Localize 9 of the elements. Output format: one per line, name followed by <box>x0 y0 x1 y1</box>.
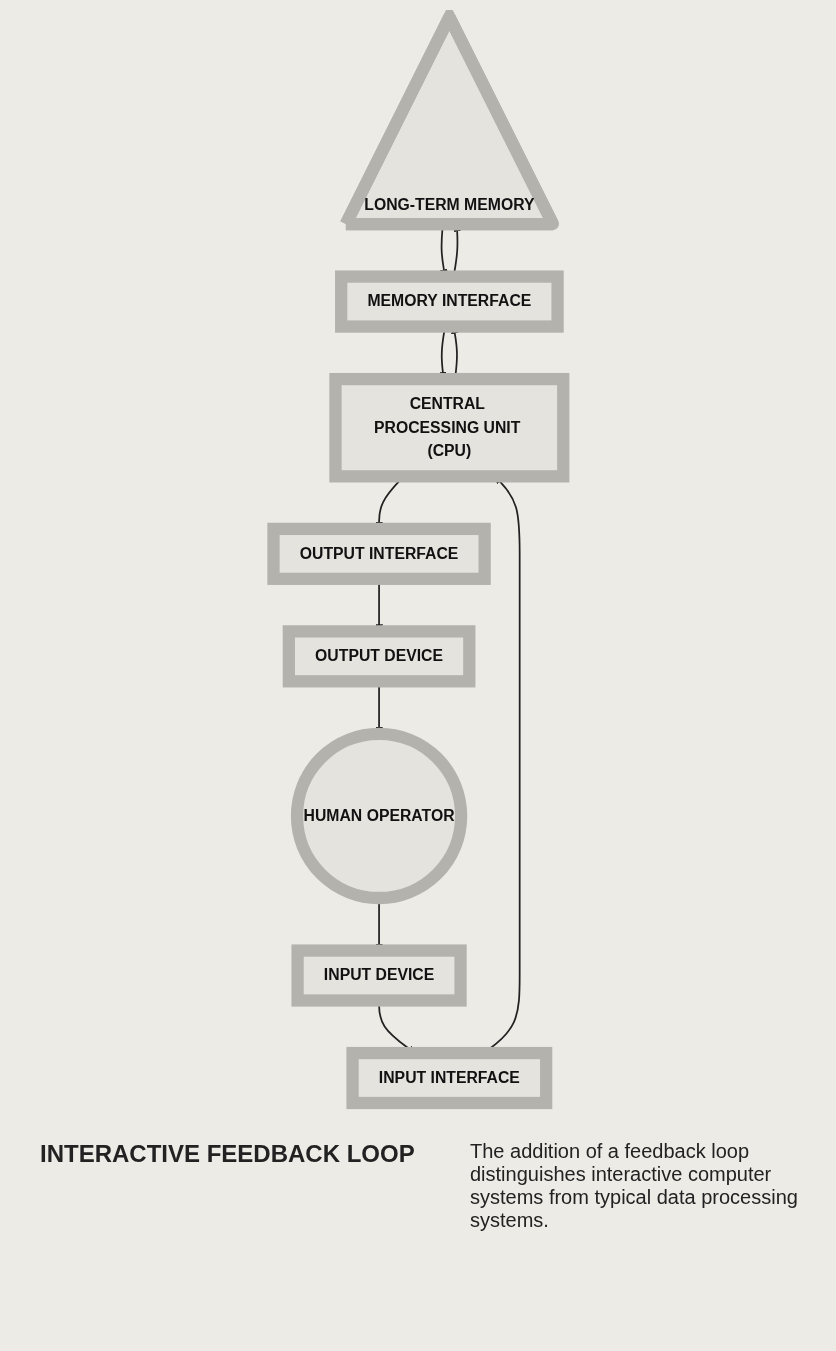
node-box: INPUT DEVICE <box>291 944 467 1007</box>
caption: The addition of a feedback loop distinguishes interactive computer systems from typical data processing systems. <box>470 1140 799 1232</box>
node-box: OUTPUT INTERFACE <box>267 522 491 585</box>
node-box: CENTRAL PROCESSING UNIT (CPU) <box>329 372 569 483</box>
node-box: OUTPUT DEVICE <box>282 625 476 688</box>
diagram-label: INTERACTIVE FEEDBACK LOOP <box>40 1140 415 1168</box>
node-box: INPUT INTERFACE <box>346 1046 552 1110</box>
node-box: MEMORY INTERFACE <box>334 270 564 333</box>
node-circle: HUMAN OPERATOR <box>290 727 467 905</box>
